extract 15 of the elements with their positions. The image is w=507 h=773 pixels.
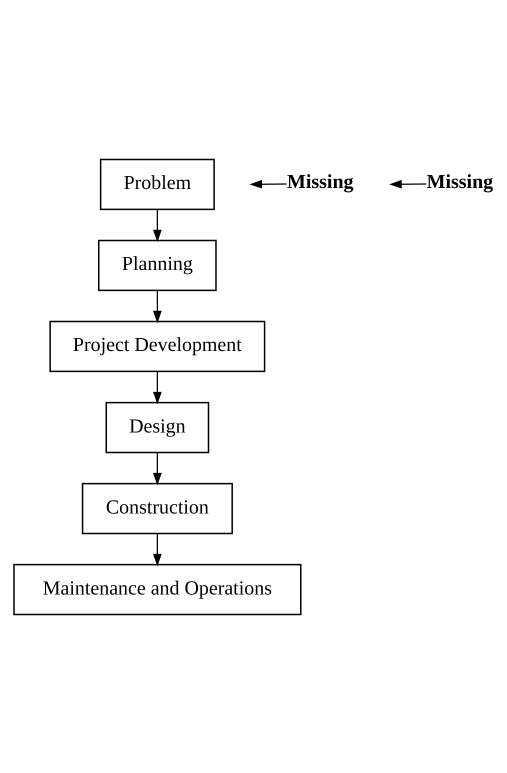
arrow: [152, 533, 162, 566]
node-text: Missing: [426, 170, 493, 192]
arrow: [152, 209, 162, 242]
node-box: Project Development: [48, 320, 265, 372]
arrow: [152, 290, 162, 323]
node-box: Design: [105, 401, 209, 453]
node-box: Maintenance and Operations: [12, 563, 301, 615]
arrow: [152, 452, 162, 485]
node-text: Missing: [286, 170, 354, 192]
node-box: Planning: [98, 239, 216, 291]
node-box: Problem: [99, 158, 214, 210]
arrow: [152, 371, 162, 404]
arrow: [388, 179, 426, 188]
node-box: Construction: [81, 482, 232, 534]
arrow: [249, 179, 286, 188]
